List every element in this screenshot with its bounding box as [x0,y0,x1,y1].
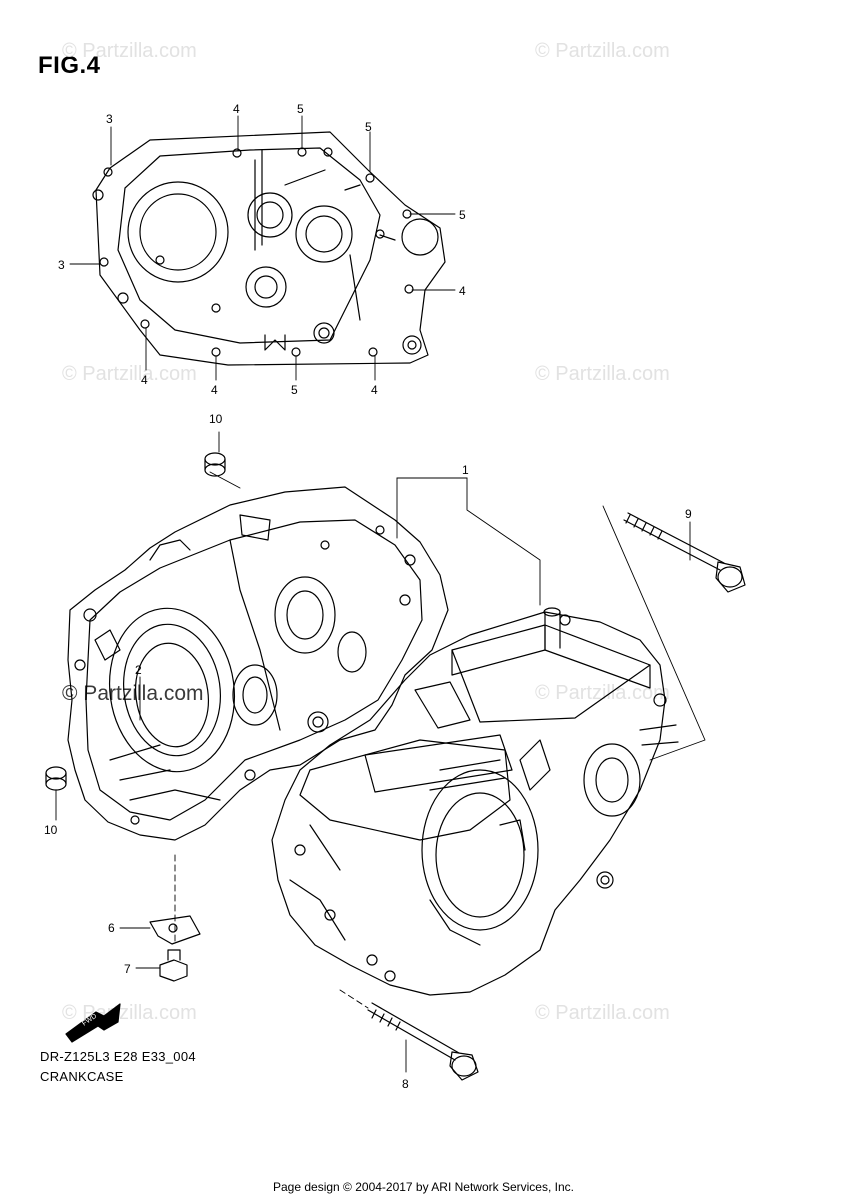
diagram-caption: CRANKCASE [40,1069,124,1084]
callout-6: 6 [108,921,115,935]
callout-4: 4 [233,102,240,116]
part-6-clamp [149,915,201,945]
callout-4: 4 [459,284,466,298]
part-10-upper [204,452,226,477]
part-10-lower [45,766,67,791]
watermark: © Partzilla.com [535,1002,670,1024]
part-7-screw [159,949,188,982]
part-8-bolt [367,1002,479,1081]
callout-1: 1 [462,463,469,477]
callout-3: 3 [106,112,113,126]
callout-8: 8 [402,1077,409,1091]
watermark: © Partzilla.com [535,363,670,385]
callout-5: 5 [459,208,466,222]
callout-9: 9 [685,507,692,521]
watermark: © Partzilla.com [62,363,197,385]
callout-5: 5 [291,383,298,397]
callout-10: 10 [209,412,223,426]
callout-3: 3 [58,258,65,272]
left-crankcase-half [67,486,449,841]
part-9-bolt [623,512,746,593]
callout-7: 7 [124,962,131,976]
callout-5: 5 [297,102,304,116]
watermark: © Partzilla.com [62,40,197,62]
watermark: © Partzilla.com [535,682,670,704]
watermark-prominent: © Partzilla.com [62,682,204,705]
model-code: DR-Z125L3 E28 E33_004 [40,1049,196,1064]
callout-2: 2 [135,663,142,677]
fwd-arrow [65,1003,121,1043]
callout-4: 4 [211,383,218,397]
page-footer: Page design © 2004-2017 by ARI Network S… [272,1180,574,1194]
callout-5: 5 [365,120,372,134]
callout-10: 10 [44,823,58,837]
watermark: © Partzilla.com [535,40,670,62]
callout-4: 4 [371,383,378,397]
right-crankcase-half [271,607,679,996]
figure-title: FIG.4 [38,52,101,79]
callout-4: 4 [141,373,148,387]
crankcase-top-view [92,131,446,366]
